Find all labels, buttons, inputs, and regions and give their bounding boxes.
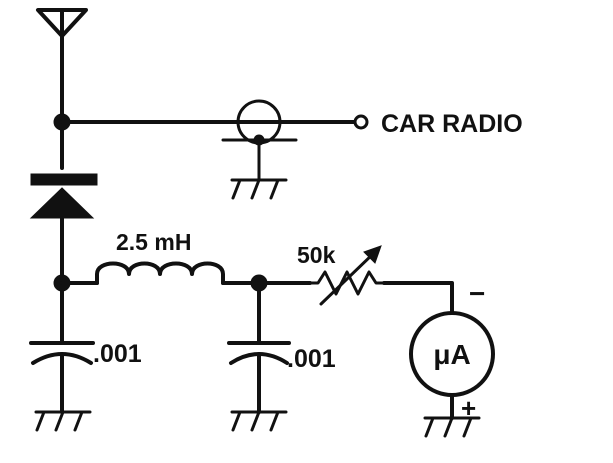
- meter-positive-label: +: [461, 393, 476, 423]
- car-radio-label: CAR RADIO: [381, 110, 523, 138]
- inductor-label: 2.5 mH: [116, 229, 191, 255]
- potentiometer-symbol: [308, 270, 386, 296]
- ground-symbol-coax: [230, 178, 288, 200]
- diode-symbol: [29, 173, 98, 219]
- capacitor-left-label: .001: [93, 340, 142, 368]
- potentiometer-arrow-icon: [319, 245, 382, 306]
- antenna-symbol: [36, 8, 88, 38]
- ground-symbol-meter: [423, 416, 481, 438]
- ground-symbol-mid: [230, 410, 288, 432]
- pot-to-meter-wire: [382, 281, 454, 315]
- coax-connector-symbol: [221, 99, 298, 182]
- car-radio-terminal: [353, 114, 369, 130]
- meter-negative-label: −: [469, 278, 485, 309]
- microammeter-label: μA: [433, 339, 470, 370]
- potentiometer-label: 50k: [297, 242, 336, 268]
- capacitor-mid-label: .001: [287, 345, 336, 373]
- inductor-symbol: [95, 261, 225, 285]
- ground-symbol-left: [34, 410, 92, 432]
